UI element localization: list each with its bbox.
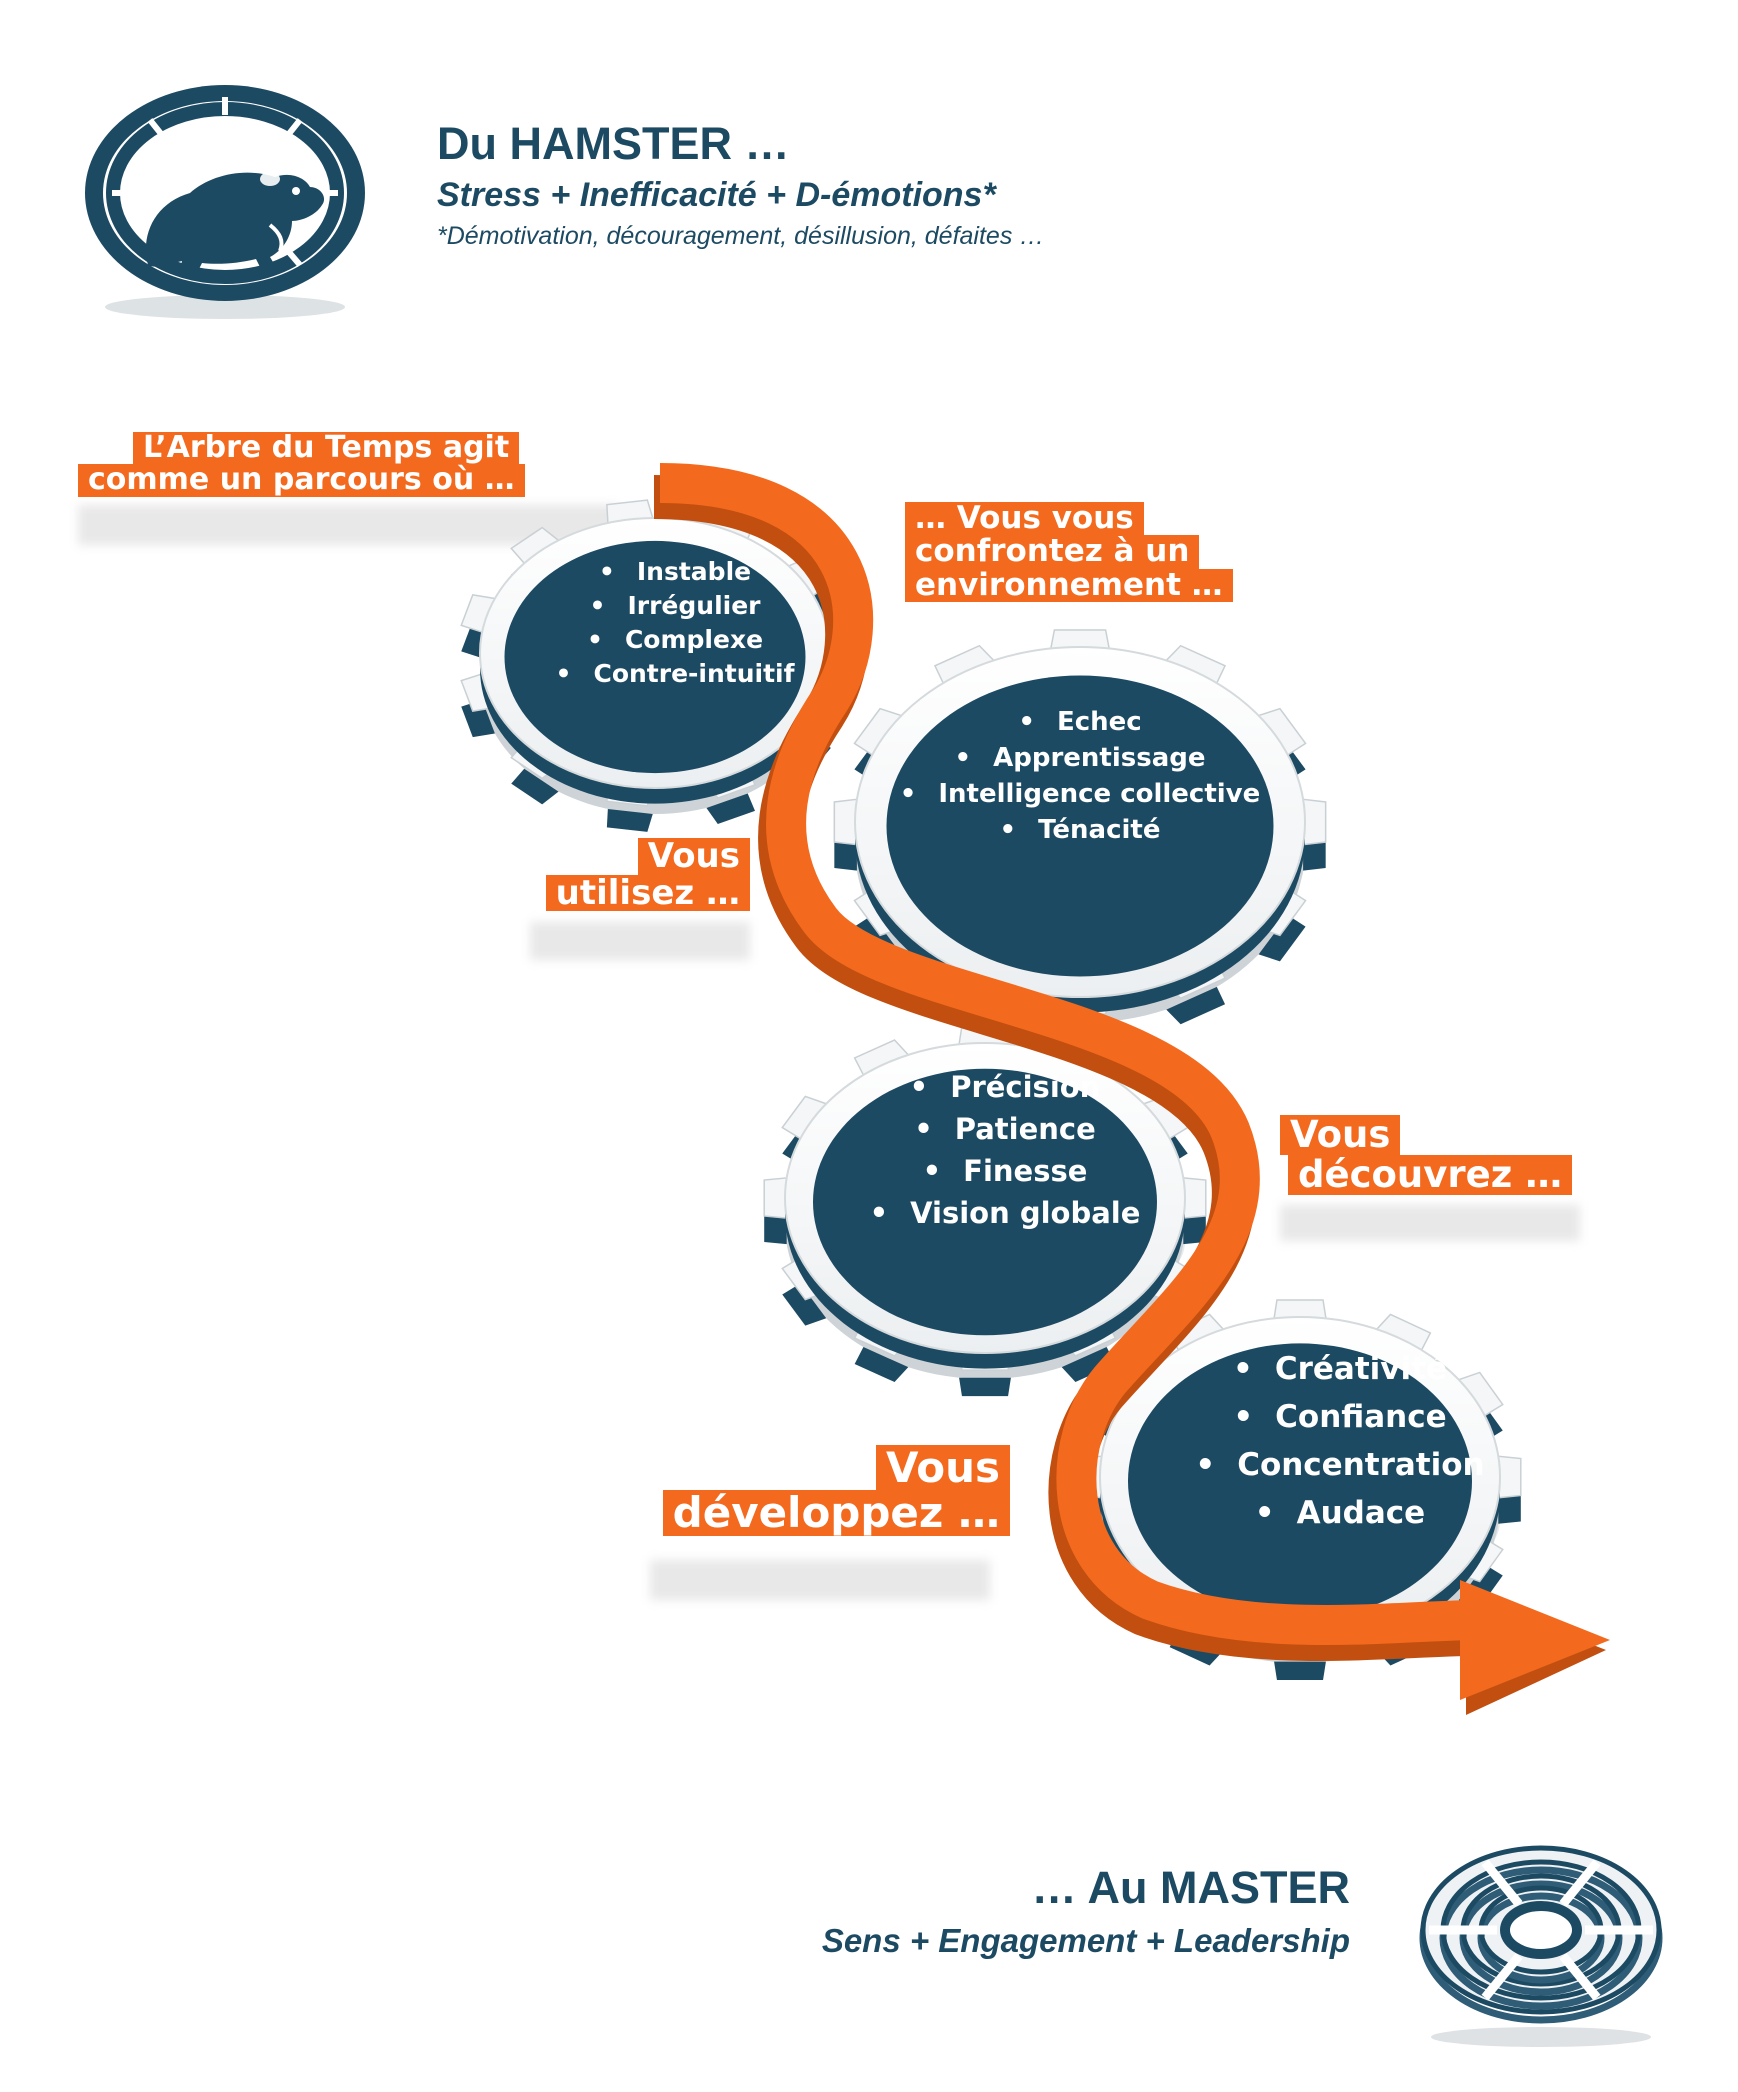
gear-item: Vision globale <box>805 1192 1205 1234</box>
maze-gear-icon <box>1419 1845 1663 2047</box>
gear-item: Contre-intuitif <box>505 657 845 691</box>
path-arrow <box>653 463 1610 1715</box>
tag-line: L’Arbre du Temps agit <box>133 431 520 465</box>
tag-line: environnement … <box>905 568 1233 603</box>
gear-item: Patience <box>805 1108 1205 1150</box>
gear-item: Créativité <box>1140 1345 1540 1393</box>
gear-item: Confiance <box>1140 1393 1540 1441</box>
tag-line: développez … <box>662 1490 1010 1536</box>
tag-intro: L’Arbre du Temps agit comme un parcours … <box>78 431 626 497</box>
footer-subtitle: Sens + Engagement + Leadership <box>821 1922 1350 1959</box>
footer-title: … Au MASTER <box>1031 1862 1350 1913</box>
tag-line: utilisez … <box>545 874 750 912</box>
gear-item: Concentration <box>1140 1441 1540 1489</box>
tag-line: découvrez … <box>1288 1154 1573 1195</box>
tag-line: Vous <box>876 1445 1010 1490</box>
tag-line: Vous <box>1280 1115 1401 1155</box>
tag-line: confrontez à un <box>905 534 1200 569</box>
tag-confrontez: … Vous vous confrontez à un environnemen… <box>905 501 1233 603</box>
header-footnote: *Démotivation, découragement, désillusio… <box>437 222 1045 250</box>
gear-item: Irrégulier <box>505 589 845 623</box>
gear-item: Précision <box>805 1066 1205 1108</box>
gear-item: Ténacité <box>870 812 1290 848</box>
tag-line: Vous <box>637 838 750 875</box>
gear-1-list: Instable Irrégulier Complexe Contre-intu… <box>505 555 845 691</box>
gear-item: Instable <box>505 555 845 589</box>
hamster-wheel-icon <box>85 85 365 319</box>
gear-item: Intelligence collective <box>870 776 1290 812</box>
gear-item: Echec <box>870 704 1290 740</box>
tag-line: comme un parcours où … <box>78 463 525 497</box>
tag-decouvrez: Vous découvrez … <box>1280 1115 1573 1195</box>
gear-item: Complexe <box>505 623 845 657</box>
header-title: Du HAMSTER … <box>437 118 790 169</box>
tag-utilisez: Vous utilisez … <box>525 838 750 912</box>
gear-item: Audace <box>1140 1489 1540 1537</box>
gear-item: Apprentissage <box>870 740 1290 776</box>
tag-line: … Vous vous <box>905 501 1144 536</box>
gear-3-list: Précision Patience Finesse Vision global… <box>805 1066 1205 1234</box>
gear-2-list: Echec Apprentissage Intelligence collect… <box>870 704 1290 848</box>
gear-4-list: Créativité Confiance Concentration Audac… <box>1140 1345 1540 1537</box>
header-subtitle: Stress + Inefficacité + D-émotions* <box>437 176 996 214</box>
gear-item: Finesse <box>805 1150 1205 1192</box>
tag-developpez: Vous développez … <box>640 1445 1010 1536</box>
